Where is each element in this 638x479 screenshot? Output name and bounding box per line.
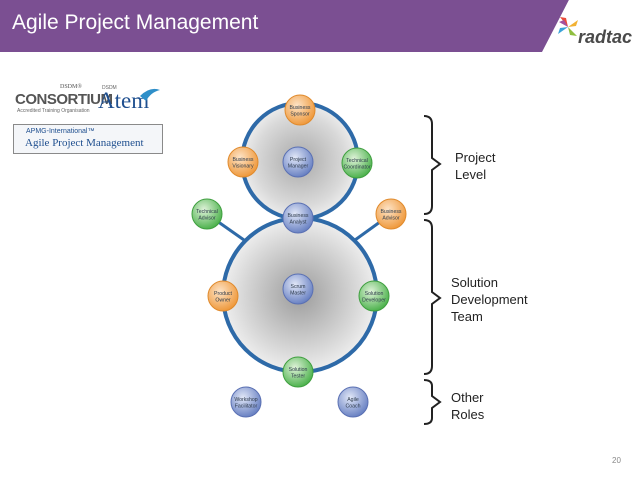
- apmg-top-text: APMG-International™: [26, 128, 95, 135]
- role-node-label: Scrum: [291, 284, 306, 290]
- solution-team-label-line1: Solution: [451, 275, 498, 290]
- role-node-circle: [282, 146, 314, 178]
- role-node-label: Sponsor: [290, 112, 310, 118]
- role-node-circle: [207, 280, 239, 312]
- project-level-label: Project Level: [455, 149, 495, 183]
- role-node-label: Coordinator: [343, 165, 370, 171]
- solution-team-label: Solution Development Team: [451, 274, 528, 325]
- role-node-label: Project: [290, 157, 307, 163]
- group-brackets: [423, 115, 442, 425]
- role-node-label: Visionary: [232, 164, 254, 170]
- role-node-label: Coach: [346, 404, 361, 410]
- role-node-circle: [191, 198, 223, 230]
- solution-team-label-line2: Development: [451, 292, 528, 307]
- role-node-label: Owner: [215, 298, 231, 304]
- role-node-label: Product: [214, 291, 232, 297]
- role-node-circle: [341, 147, 373, 179]
- apmg-logo-box: [13, 124, 163, 154]
- role-node-circle: [337, 386, 369, 418]
- role-node-circle: [282, 202, 314, 234]
- radtac-logo-icon: [558, 17, 578, 36]
- other-roles-label: Other Roles: [451, 389, 484, 423]
- role-node-circle: [230, 386, 262, 418]
- role-node-label: Workshop: [234, 397, 257, 403]
- role-node-label: Advisor: [198, 216, 216, 222]
- project-level-label-line2: Level: [455, 167, 487, 182]
- role-node-circle: [227, 146, 259, 178]
- role-node-circle: [282, 273, 314, 305]
- radtac-logo-text: radtac: [578, 27, 633, 47]
- role-node-label: Business: [289, 105, 310, 111]
- dsdm-consortium-logo: CONSORTIUM: [15, 91, 113, 108]
- project-level-bracket: [423, 115, 442, 215]
- role-node-label: Business: [380, 209, 401, 215]
- role-node-circle: [375, 198, 407, 230]
- role-node-label: Advisor: [382, 216, 400, 222]
- role-node-label: Master: [290, 291, 306, 297]
- other-roles-bracket: [423, 379, 442, 425]
- page-number: 20: [612, 456, 621, 465]
- role-node-circle: [284, 94, 316, 126]
- role-node-label: Manager: [288, 164, 309, 170]
- role-node-label: Business: [287, 213, 308, 219]
- role-node-label: Analyst: [289, 220, 307, 226]
- role-node-label: Technical: [196, 209, 218, 215]
- role-node-circle: [282, 356, 314, 388]
- dsdm-mark: DSDM®: [60, 84, 82, 90]
- role-node-label: Solution: [289, 367, 308, 373]
- project-level-label-line1: Project: [455, 150, 496, 165]
- slide-title: Agile Project Management: [12, 11, 259, 34]
- apmg-main-text: Agile Project Management: [25, 137, 144, 149]
- solution-team-bracket: [423, 219, 442, 375]
- role-node-circle: [358, 280, 390, 312]
- other-roles-label-line1: Other: [451, 390, 484, 405]
- role-node-label: Developer: [362, 298, 386, 304]
- other-roles-label-line2: Roles: [451, 407, 485, 422]
- role-nodes: BusinessSponsorBusinessVisionaryProjectM…: [191, 94, 407, 418]
- atem-small-mark: DSDM: [102, 85, 117, 91]
- role-node-label: Facilitator: [235, 404, 258, 410]
- solution-team-label-line3: Team: [451, 309, 483, 324]
- consortium-subtitle: Accredited Training Organisation: [17, 108, 90, 114]
- title-bar: Agile Project Management: [0, 0, 638, 52]
- role-node-label: Agile: [347, 397, 359, 403]
- role-node-label: Business: [232, 157, 253, 163]
- role-node-label: Technical: [346, 158, 368, 164]
- role-node-label: Solution: [365, 291, 384, 297]
- role-node-label: Tester: [291, 374, 305, 380]
